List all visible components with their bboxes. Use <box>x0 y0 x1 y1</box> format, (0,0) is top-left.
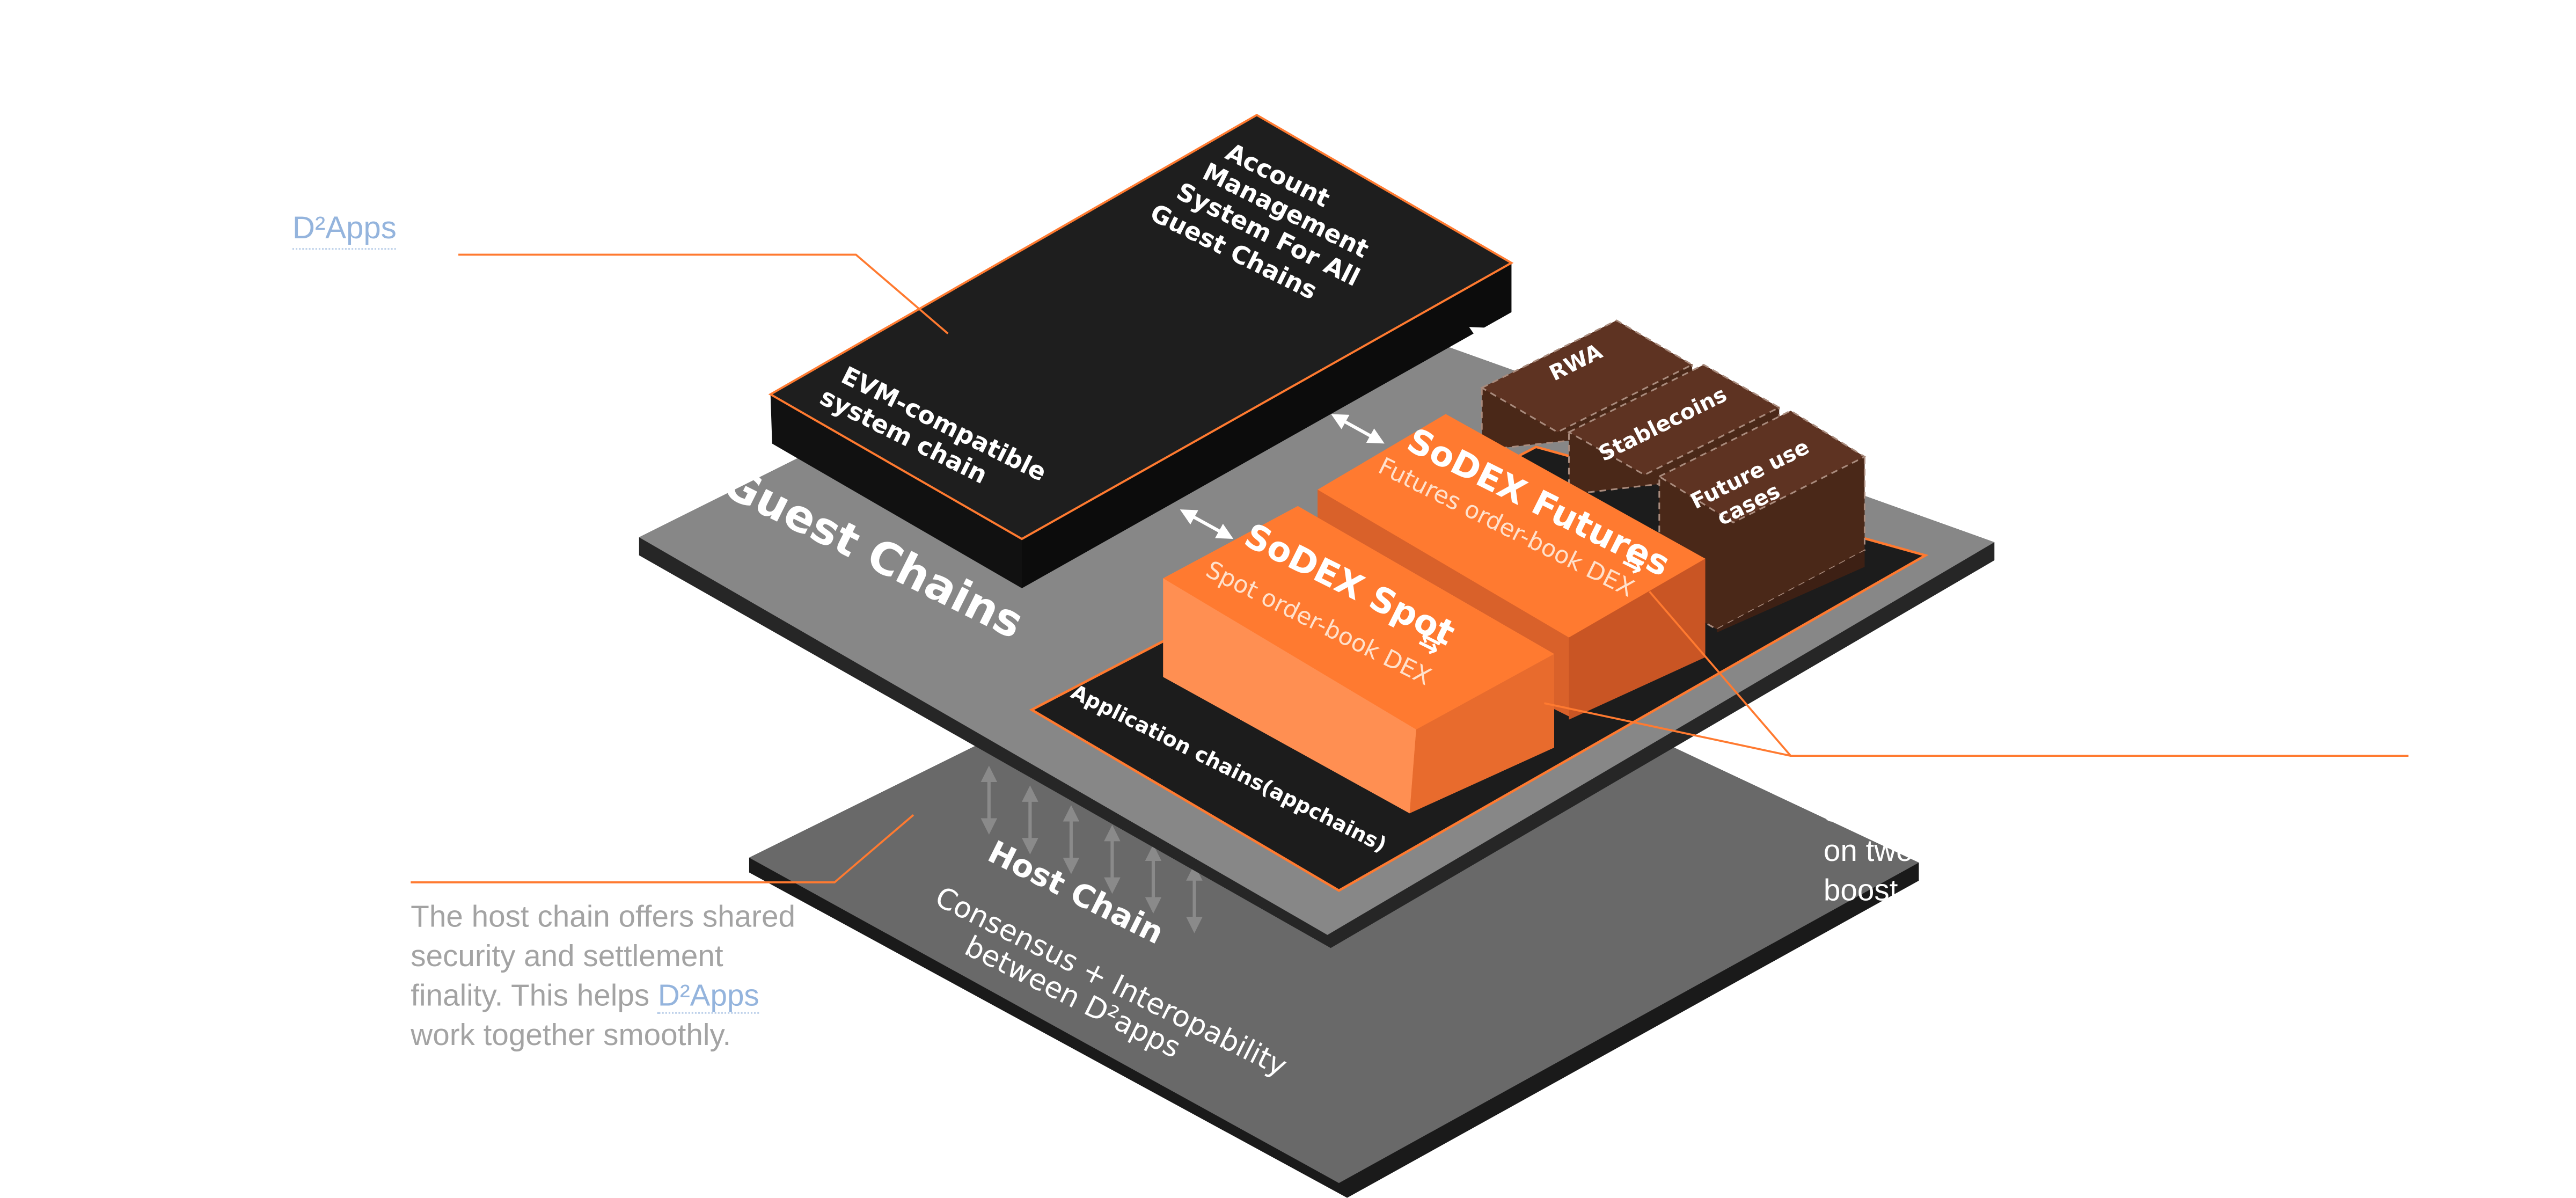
right-annotation-text: Sp on two boost <box>1824 792 1919 907</box>
system-chain-block <box>768 113 1514 588</box>
sodex-spot-block <box>1163 506 1554 814</box>
d2apps-link-inline[interactable]: D²Apps <box>657 977 759 1014</box>
host-desc-part1: The host chain offers shared security an… <box>411 899 796 1012</box>
leader-lines <box>411 253 2409 883</box>
sodex-futures-block <box>1318 414 1706 720</box>
right-annotation-line2: on two <box>1823 833 1913 868</box>
future-module-future-use <box>1657 410 1867 633</box>
d2apps-link-top[interactable]: D²Apps <box>292 212 397 250</box>
double-arrow-icon <box>1180 509 1234 539</box>
right-annotation-line3: boost <box>1823 872 1898 907</box>
double-arrow-icon <box>1331 414 1385 444</box>
host-desc-part2: work together smoothly. <box>411 1017 731 1052</box>
interop-arrows <box>980 765 1203 933</box>
right-annotation-line1: Sp <box>1823 793 1861 828</box>
host-chain-description: The host chain offers shared security an… <box>411 897 821 1055</box>
link-arrows <box>1180 327 1523 539</box>
double-arrow-icon <box>1469 327 1523 357</box>
